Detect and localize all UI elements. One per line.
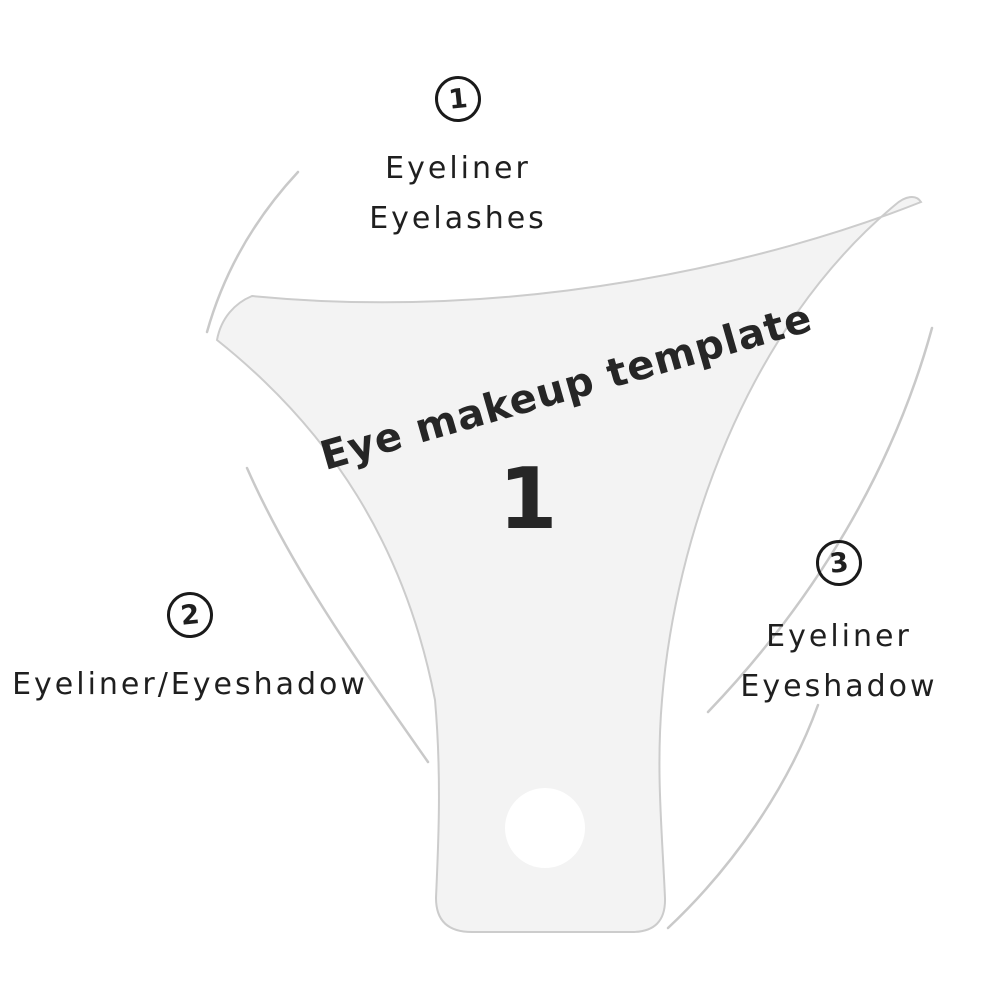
hanging-hole bbox=[505, 788, 585, 868]
curve-lower-left bbox=[245, 466, 430, 764]
callout-2-label-line-1: Eyeliner/Eyeshadow bbox=[12, 667, 368, 702]
template-number: 1 bbox=[498, 450, 557, 549]
callout-eyeliner-eyeshadow-left: 2 Eyeliner/Eyeshadow bbox=[6, 589, 374, 710]
callout-1-number-badge: 1 bbox=[432, 73, 484, 125]
callout-3-label-line-1: Eyeliner bbox=[766, 619, 912, 654]
stencil-body bbox=[215, 196, 923, 933]
callout-3-number-badge: 3 bbox=[813, 537, 865, 589]
callout-2-number-badge: 2 bbox=[164, 589, 216, 641]
curve-bottom-right bbox=[666, 703, 820, 930]
callout-1-label-line-2: Eyelashes bbox=[369, 201, 547, 236]
callout-eyeliner-eyelashes: 1 Eyeliner Eyelashes bbox=[333, 73, 583, 244]
callout-eyeliner-eyeshadow-right: 3 Eyeliner Eyeshadow bbox=[713, 537, 965, 712]
curve-top-left bbox=[205, 170, 300, 334]
callout-3-label-line-2: Eyeshadow bbox=[740, 669, 938, 704]
callout-1-label-line-1: Eyeliner bbox=[385, 151, 531, 186]
curve-right bbox=[706, 326, 934, 714]
